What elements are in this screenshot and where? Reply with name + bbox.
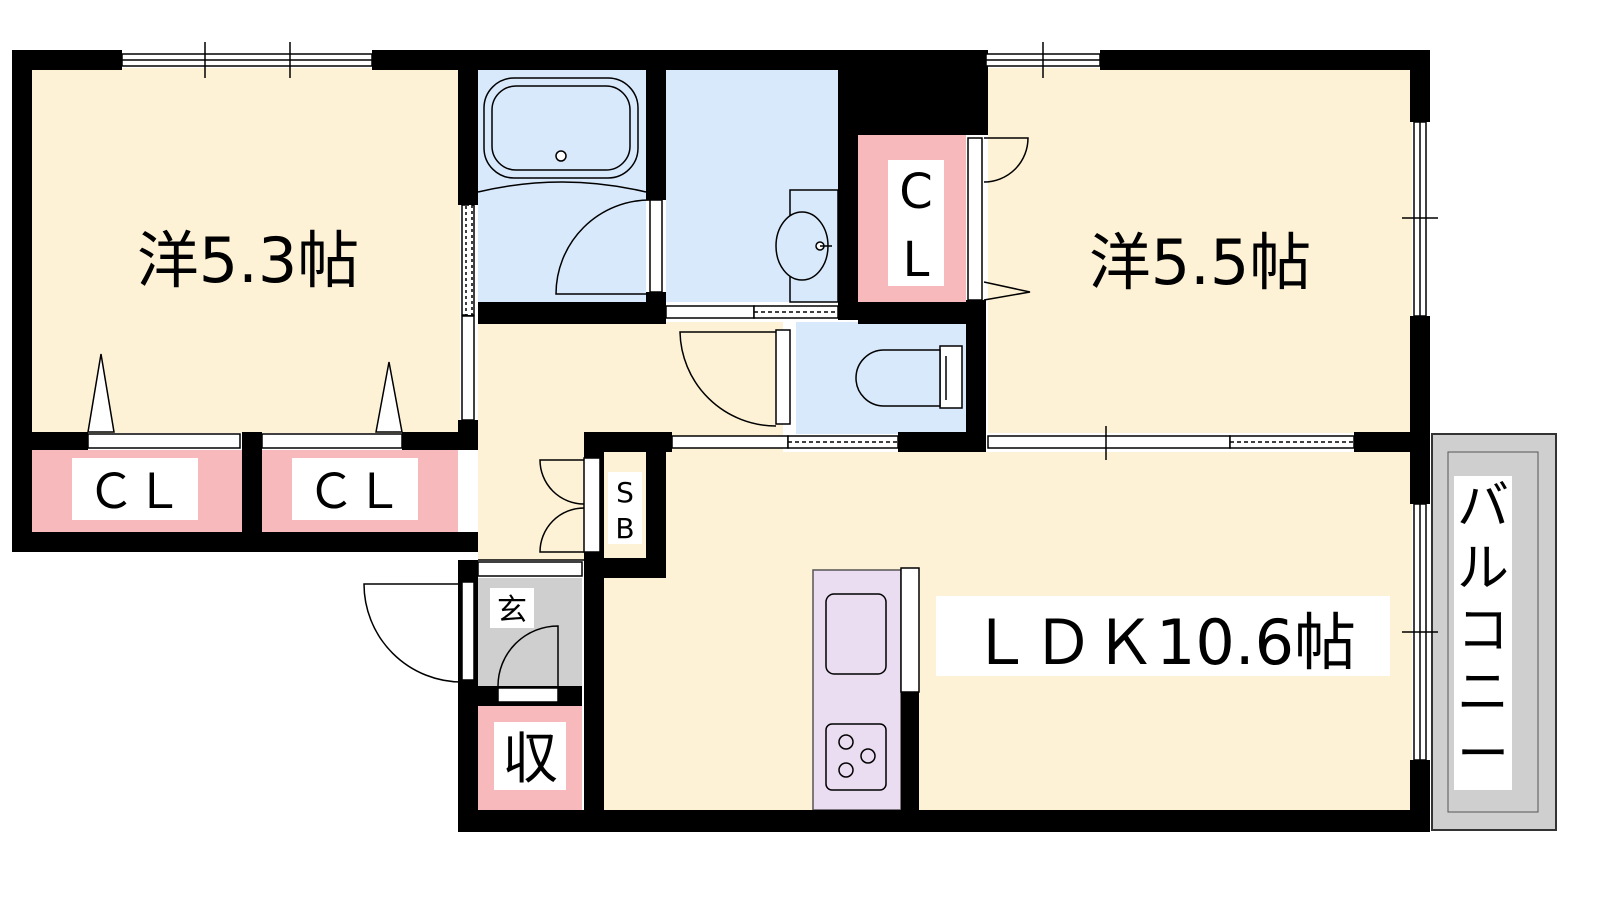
label-storage: 収 (502, 727, 558, 792)
bathtub (477, 77, 647, 193)
label-bg-entrance (490, 588, 534, 628)
label-balcony-2: ル (1457, 539, 1509, 599)
label-bg-ldk (936, 596, 1390, 676)
label-bg-sb (608, 472, 642, 544)
label-western-room-left: 洋5.3帖 (137, 224, 360, 297)
label-bg-cl-center (888, 160, 944, 286)
toilet (855, 345, 963, 409)
walls (12, 50, 1430, 832)
wash-basin (775, 189, 839, 303)
doors (87, 137, 1031, 703)
label-closet-left-b: ＣＬ (307, 464, 403, 520)
windows (121, 42, 1438, 761)
label-balcony-5: ー (1457, 725, 1509, 785)
label-entrance: 玄 (497, 593, 527, 628)
sliding-partitions (87, 204, 1355, 460)
label-bg-right (1060, 216, 1334, 300)
label-bg-left (110, 212, 380, 296)
label-bg-cl-b (292, 458, 418, 520)
label-balcony-3: コ (1457, 601, 1509, 661)
label-bg-storage (494, 722, 566, 790)
label-closet-center-l: L (903, 232, 930, 288)
label-bg-balcony (1454, 476, 1512, 790)
label-closet-left-a: ＣＬ (87, 464, 183, 520)
label-western-room-right: 洋5.5帖 (1089, 226, 1312, 299)
kitchen-fixtures (825, 567, 920, 791)
label-closet-center-c: C (899, 164, 933, 220)
label-balcony-4: ニ (1457, 663, 1509, 723)
label-shoe-box-b: B (615, 512, 634, 545)
label-bg-cl-a (72, 458, 198, 520)
label-balcony-1: バ (1457, 477, 1509, 537)
label-shoe-box-s: S (616, 476, 634, 509)
label-ldk: ＬＤＫ10.6帖 (970, 606, 1356, 679)
